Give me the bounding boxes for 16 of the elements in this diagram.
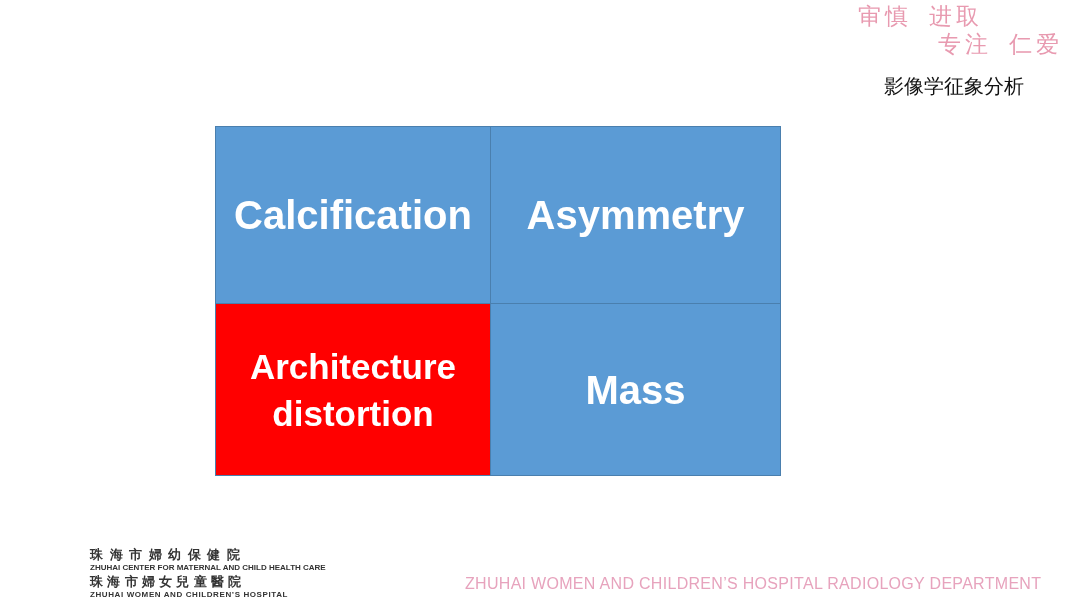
category-box: [490, 303, 781, 476]
hospital-name-english: ZHUHAI CENTER FOR MATERNAL AND CHILD HEALTH CARE: [90, 563, 326, 572]
hospital-name: 珠海市婦女兒童醫院: [90, 574, 246, 589]
slide-title: 影像学征象分析: [884, 73, 1024, 99]
hospital-name: 珠海市婦幼保健院: [90, 547, 246, 562]
category-box: [215, 303, 491, 476]
category-label: Calcification: [234, 192, 472, 239]
category-box: [490, 126, 781, 304]
category-label: Asymmetry: [526, 192, 745, 239]
motto-text: 审慎 进取: [858, 3, 984, 29]
department-name: ZHUHAI WOMEN AND CHILDREN’S HOSPITAL RADIOLOGY DEPARTMENT: [465, 575, 1042, 593]
category-label: Architecture distortion: [248, 345, 458, 435]
hospital-name-english: ZHUHAI WOMEN AND CHILDREN’S HOSPITAL: [90, 590, 289, 599]
motto-text: 专注 仁爱: [938, 31, 1064, 57]
category-box: [215, 126, 491, 304]
category-label: Mass: [585, 366, 686, 414]
